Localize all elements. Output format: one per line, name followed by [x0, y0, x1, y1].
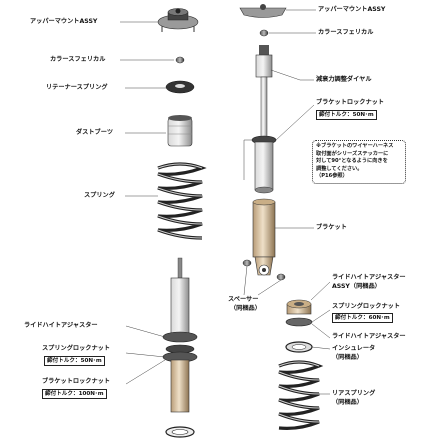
note-line: （P16参照）	[316, 173, 348, 179]
label-right-ride-height-adjuster-assy: ライドハイトアジャスター	[332, 274, 406, 281]
left-spring	[157, 162, 207, 240]
note-line: 対して90°となるように向きを	[316, 158, 388, 164]
torque-left-bracket-lock: 締付トルク：100N･m	[42, 389, 107, 399]
left-leader-lines	[120, 21, 174, 385]
label-right-bracket-lock-nut: ブラケットロックナット	[316, 99, 385, 106]
torque-right-bracket-lock: 締付トルク：50N･m	[316, 110, 377, 120]
label-right-ride-height-adjuster: ライドハイトアジャスター	[332, 333, 406, 340]
label-right-collar-spherical: カラースフェリカル	[318, 29, 374, 36]
label-right-spring-lock-nut: スプリングロックナット	[332, 303, 401, 310]
left-dust-boot	[167, 115, 193, 147]
label-left-retainer-spring: リテーナースプリング	[46, 84, 108, 91]
right-rear-spring-hl	[278, 361, 320, 423]
label-left-dust-boot: ダストブーツ	[76, 129, 114, 136]
label-left-bracket-lock-nut: ブラケットロックナット	[42, 378, 111, 385]
label-right-rear-spring: リアスプリング	[332, 390, 376, 397]
label-right-upper-mount: アッパーマウントASSY	[318, 6, 386, 13]
left-collar-spherical	[175, 56, 185, 64]
label-right-bracket: ブラケット	[316, 224, 347, 231]
label-left-spring: スプリング	[84, 192, 115, 199]
right-damper	[251, 45, 277, 194]
right-leader-lines	[243, 9, 331, 395]
label-right-spacer: スペーサー	[228, 296, 259, 303]
note-line: 取付面がシリーズステッカーに	[316, 150, 389, 157]
left-upper-mount	[157, 8, 199, 32]
right-insulator	[285, 341, 313, 353]
label-left-collar-spherical: カラースフェリカル	[50, 56, 106, 63]
label-right-spacer-sub: （同梱品）	[230, 305, 261, 312]
label-right-ride-height-adjuster-assy-2: ASSY（同梱品）	[332, 283, 381, 290]
label-right-insulator-sub: （同梱品）	[332, 354, 363, 361]
label-left-ride-height-adjuster: ライドハイトアジャスター	[24, 322, 98, 329]
right-rear-spring	[278, 360, 324, 430]
left-spring-hl	[157, 163, 203, 239]
right-upper-mount	[239, 4, 287, 18]
right-ride-height-adjuster	[285, 299, 313, 327]
left-damper-body	[162, 257, 198, 413]
left-retainer-spring	[165, 80, 195, 94]
label-right-rear-spring-sub: （同梱品）	[332, 399, 363, 406]
right-collar-spherical	[259, 29, 269, 37]
right-spacers	[242, 259, 286, 281]
label-right-damping-dial: 減衰力調整ダイヤル	[316, 76, 372, 83]
note-bracket-orientation: ※ブラケットのワイヤーハーネス 取付面がシリーズステッカーに 対して90°となる…	[312, 140, 406, 184]
torque-left-spring-lock: 締付トルク：50N･m	[44, 356, 105, 366]
label-left-spring-lock-nut: スプリングロックナット	[42, 345, 111, 352]
left-bottom-seat	[165, 426, 195, 438]
torque-right-spring-lock: 締付トルク：60N･m	[332, 313, 393, 323]
note-line: ※ブラケットのワイヤーハーネス	[316, 143, 394, 149]
label-left-upper-mount: アッパーマウントASSY	[30, 18, 98, 25]
note-line: 調整してください。	[316, 165, 363, 172]
right-bracket	[252, 198, 276, 276]
label-right-insulator: インシュレータ	[332, 345, 376, 352]
